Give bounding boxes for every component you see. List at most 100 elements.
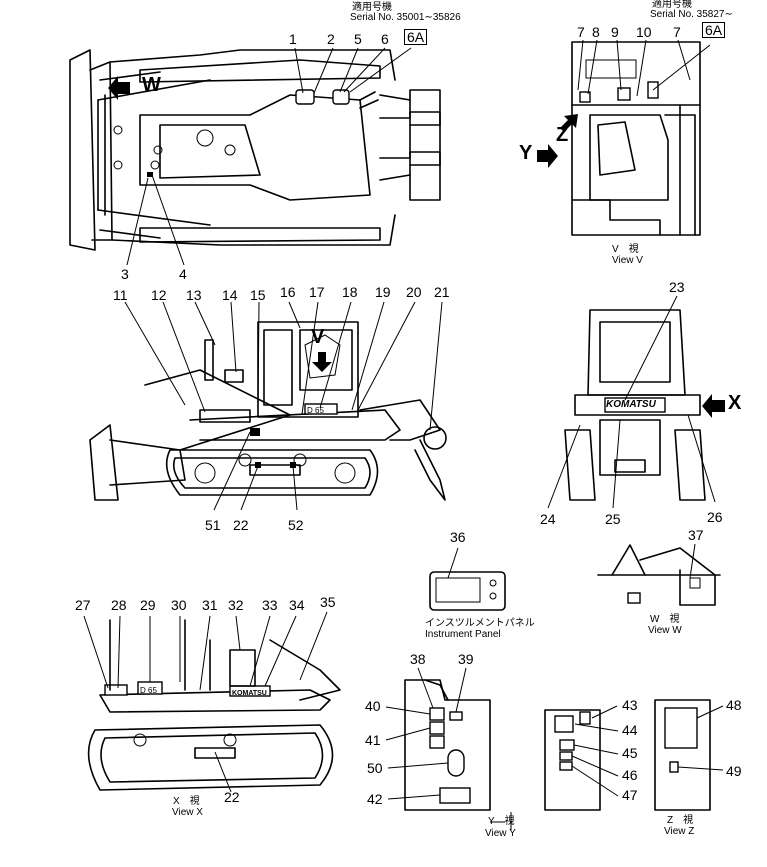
callout-21: 21 bbox=[434, 284, 450, 300]
callout-29: 29 bbox=[140, 597, 156, 613]
view-z-kanji: Z 視 bbox=[667, 815, 694, 826]
d65-plate: D 65 bbox=[307, 406, 324, 415]
callout-50: 50 bbox=[367, 760, 383, 776]
view-x-drawing bbox=[564, 309, 706, 501]
callout-42: 42 bbox=[367, 791, 383, 807]
callout-22: 22 bbox=[233, 517, 249, 533]
callout-40: 40 bbox=[365, 698, 381, 714]
callout-30: 30 bbox=[171, 597, 187, 613]
callout-6a: 6A bbox=[404, 29, 428, 45]
callout-17: 17 bbox=[309, 284, 325, 300]
arrow-y-icon bbox=[537, 144, 558, 168]
arrow-w-icon bbox=[108, 76, 130, 100]
callout-49: 49 bbox=[726, 763, 742, 779]
leader-lines bbox=[83, 39, 724, 800]
callout-47: 47 bbox=[622, 787, 638, 803]
callout-32: 32 bbox=[228, 597, 244, 613]
callout-14: 14 bbox=[222, 287, 238, 303]
callout-4: 4 bbox=[179, 266, 187, 282]
view-w-kanji: W 視 bbox=[650, 614, 680, 625]
callout-18: 18 bbox=[342, 284, 358, 300]
view-z-drawing bbox=[654, 699, 711, 811]
serial-left-label: Serial No. 35001∼35826 bbox=[350, 12, 461, 23]
komatsu-plate-x: KOMATSU bbox=[232, 690, 267, 697]
callout-39: 39 bbox=[458, 651, 474, 667]
callout-15: 15 bbox=[250, 287, 266, 303]
callout-7-right: 7 bbox=[673, 24, 681, 40]
komatsu-plate: KOMATSU bbox=[606, 399, 656, 410]
callout-33: 33 bbox=[262, 597, 278, 613]
callout-46: 46 bbox=[622, 767, 638, 783]
instrument-panel-label: Instrument Panel bbox=[425, 629, 501, 640]
callout-13: 13 bbox=[186, 287, 202, 303]
view-y-label: View Y bbox=[485, 828, 516, 839]
view-w-label: View W bbox=[648, 625, 682, 636]
view-v-label: View V bbox=[612, 255, 643, 266]
arrow-v-icon bbox=[312, 352, 332, 372]
callout-6: 6 bbox=[381, 31, 389, 47]
callout-35: 35 bbox=[320, 594, 336, 610]
callout-24: 24 bbox=[540, 511, 556, 527]
top-view-drawing bbox=[69, 49, 441, 251]
callout-7-left: 7 bbox=[577, 24, 585, 40]
arrow-y-label: Y bbox=[519, 142, 533, 164]
callout-9: 9 bbox=[611, 24, 619, 40]
arrow-x-icon bbox=[702, 394, 725, 418]
arrow-v-label: V bbox=[311, 326, 325, 348]
callout-36: 36 bbox=[450, 529, 466, 545]
view-arrows bbox=[108, 76, 725, 830]
serial-left-kanji: 適用号機 bbox=[352, 2, 392, 13]
arrow-w-label: W bbox=[142, 74, 161, 96]
callout-2: 2 bbox=[327, 31, 335, 47]
arrow-x-label: X bbox=[728, 392, 742, 414]
callout-51: 51 bbox=[205, 517, 221, 533]
view-x-kanji: X 視 bbox=[173, 796, 200, 807]
callout-48: 48 bbox=[726, 697, 742, 713]
arrow-z-icon bbox=[560, 114, 578, 132]
callout-19: 19 bbox=[375, 284, 391, 300]
view-w-drawing bbox=[597, 544, 721, 606]
callout-6a-right: 6A bbox=[702, 22, 726, 38]
callout-26: 26 bbox=[707, 509, 723, 525]
callout-8: 8 bbox=[592, 24, 600, 40]
serial-right-kanji: 適用号機 bbox=[652, 0, 692, 10]
callout-37: 37 bbox=[688, 527, 704, 543]
callout-22-lower: 22 bbox=[224, 789, 240, 805]
callout-43: 43 bbox=[622, 697, 638, 713]
instrument-panel-drawing bbox=[429, 571, 506, 611]
callout-12: 12 bbox=[151, 287, 167, 303]
view-v-kanji: V 視 bbox=[612, 244, 639, 255]
callout-3: 3 bbox=[121, 266, 129, 282]
callout-31: 31 bbox=[202, 597, 218, 613]
instrument-panel-kana: インスツルメントパネル bbox=[425, 618, 535, 629]
callout-16: 16 bbox=[280, 284, 296, 300]
arrow-z-label: Z bbox=[556, 124, 569, 146]
callout-45: 45 bbox=[622, 745, 638, 761]
callout-10: 10 bbox=[636, 24, 652, 40]
callout-25: 25 bbox=[605, 511, 621, 527]
view-x-label: View X bbox=[172, 807, 203, 818]
callout-23: 23 bbox=[669, 279, 685, 295]
callout-11: 11 bbox=[113, 287, 128, 303]
callout-28: 28 bbox=[111, 597, 127, 613]
callout-34: 34 bbox=[289, 597, 305, 613]
view-v-drawing bbox=[571, 41, 701, 236]
lower-side-drawing bbox=[87, 619, 341, 791]
side-view-drawing bbox=[89, 321, 447, 501]
serial-right-label: Serial No. 35827∼ bbox=[650, 9, 733, 20]
view-y-panel-drawing bbox=[544, 709, 601, 811]
callout-20: 20 bbox=[406, 284, 422, 300]
d65-plate-x: D 65 bbox=[140, 686, 157, 695]
callout-41: 41 bbox=[365, 732, 381, 748]
view-z-label: View Z bbox=[664, 826, 695, 837]
callout-5: 5 bbox=[354, 31, 362, 47]
view-y-drawing bbox=[404, 679, 491, 811]
callout-27: 27 bbox=[75, 597, 91, 613]
callout-38: 38 bbox=[410, 651, 426, 667]
view-y-kanji: Y 視 bbox=[488, 816, 515, 827]
callout-44: 44 bbox=[622, 722, 638, 738]
callout-1: 1 bbox=[289, 31, 297, 47]
callout-52: 52 bbox=[288, 517, 304, 533]
